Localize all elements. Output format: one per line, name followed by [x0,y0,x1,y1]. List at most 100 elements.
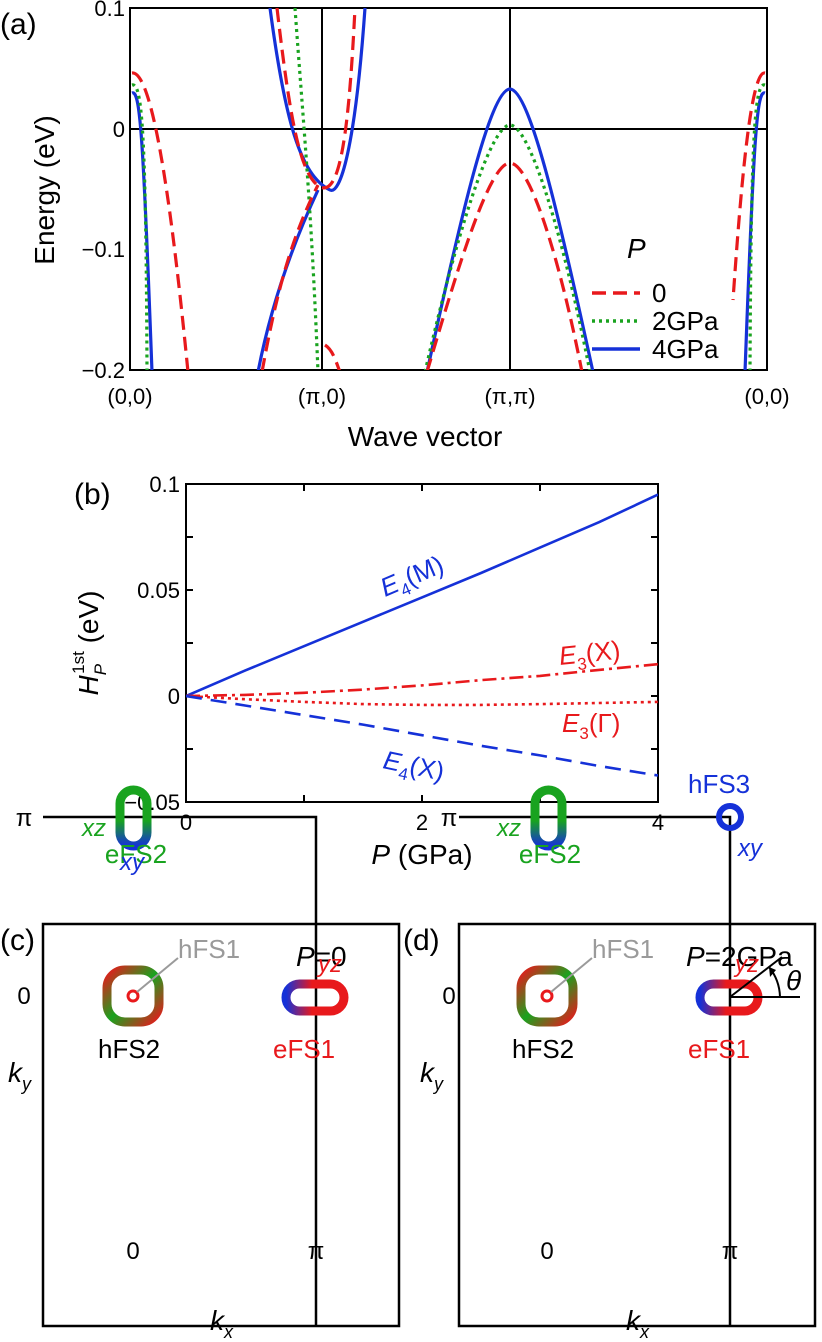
efs2-label: eFS2 [105,839,167,869]
x-tick-pi: π [308,1238,325,1265]
y-tick-label: 0 [113,117,125,142]
x-axis-a: (0,0) (π,0) (π,π) (0,0) [107,384,789,409]
x-axis-b: 0 2 4 [180,810,664,835]
hfs3-label: hFS3 [688,769,750,799]
band-line [131,71,190,370]
band-line [425,87,595,370]
ky-label: ky [420,1057,444,1094]
y-tick-label: 0.05 [137,578,180,603]
x-tick-zero: 0 [126,1238,139,1265]
panel-c-frame [41,922,401,1328]
series-label-e3gamma: E3(Γ) [562,708,620,743]
hfs1-pointer [550,957,593,993]
y-axis-title-b: HP1st (eV) [69,591,110,696]
band-line [268,8,367,192]
panel-a-label: (a) [0,8,37,41]
x-tick-pi: π [722,1238,739,1265]
y-tick-label: 0.1 [94,0,125,21]
x-tick-zero: 0 [540,1238,553,1265]
x-tick-label: (0,0) [744,384,789,409]
band-line [324,343,341,370]
pressure-label: P=2GPa [686,941,793,972]
panel-d-label: (d) [403,924,440,957]
hfs1-pocket [126,989,140,1003]
y-tick-label: 0 [168,684,180,709]
plot-area-b [186,493,658,777]
yz-label: yz [316,951,342,978]
x-axis-title-b: P (GPa) [371,839,472,870]
x-tick-label: 2 [416,810,428,835]
series-line [186,662,658,698]
y-tick-pi: π [16,805,33,832]
hfs3-pocket [716,803,744,831]
efs1-label: eFS1 [273,1034,335,1064]
series-2gpa [131,8,766,370]
hfs2-label: hFS2 [512,1034,574,1064]
yz-label: yz [733,951,759,978]
panel-b-label: (b) [74,478,111,511]
band-line [731,71,766,301]
theta-arrowhead [769,967,776,977]
hfs1-pointer [136,957,179,993]
x-tick-label: 0 [180,810,192,835]
x-tick-label: 4 [652,810,664,835]
y-tick-zero: 0 [442,983,455,1010]
panel-c: (c) P=0 π 0 0 π ky kx eFS2 xz xy hFS1 hF… [0,785,401,1342]
x-axis-title-a: Wave vector [348,421,503,452]
panel-b: (b) 0.1 0.05 0 −0.05 0 2 4 P (GPa) HP1st… [69,472,664,870]
y-tick-label: −0.2 [82,358,125,383]
legend-entry-0gpa: 0 [652,278,666,308]
hfs1-label: hFS1 [592,934,654,964]
hfs2-label: hFS2 [98,1034,160,1064]
xy-label: xy [737,835,764,862]
y-tick-pi: π [441,805,458,832]
y-tick-label: 0.1 [149,472,180,497]
legend-title: P [627,233,646,264]
xy-label: xy [119,849,146,876]
band-line [260,184,320,370]
panel-c-label: (c) [0,924,35,957]
panel-a: (a) [0,0,790,452]
bz-path [459,815,732,1326]
pressure-label: P=0 [296,941,347,972]
hfs2-pocket [516,965,578,1027]
series-line [186,694,658,707]
series-line [186,694,658,777]
efs2-label: eFS2 [519,839,581,869]
y-axis-b: 0.1 0.05 0 −0.05 [124,472,180,815]
band-line [293,8,320,370]
legend-entry-2gpa: 2GPa [652,306,719,336]
panel-d: (d) P=2GPa π 0 0 π ky kx eFS2 xz hFS3 xy… [403,769,817,1342]
series-label-e4m: E4(M) [376,549,450,607]
theta-angle-line [729,956,783,998]
y-axis-title-a: Energy (eV) [29,115,60,264]
efs1-pocket [281,979,349,1016]
hfs2-pocket [102,965,164,1027]
efs2-pocket [115,785,152,851]
kx-label: kx [210,1305,234,1342]
x-tick-label: (π,π) [484,384,535,409]
efs1-label: eFS1 [688,1034,750,1064]
kx-label: kx [626,1305,650,1342]
x-tick-label: (0,0) [107,384,152,409]
hfs1-label: hFS1 [178,934,240,964]
band-line [131,91,154,370]
panel-a-frame [129,7,768,371]
ky-label: ky [8,1057,32,1094]
y-axis-a: 0.1 0 −0.1 −0.2 [82,0,125,383]
y-tick-zero: 0 [17,983,30,1010]
legend-entry-4gpa: 4GPa [652,334,719,364]
efs2-pocket [530,785,567,851]
series-line [186,493,658,698]
series-label-e4x: E4(X) [380,745,447,792]
band-line [275,8,357,190]
series-0gpa [131,8,766,370]
x-tick-label: (π,0) [298,384,346,409]
y-tick-label: −0.1 [82,237,125,262]
xz-label: xz [496,815,521,842]
band-line [423,123,592,370]
legend-a: P 0 2GPa 4GPa [592,233,719,364]
theta-label: θ [786,965,801,996]
xz-label: xz [81,815,106,842]
